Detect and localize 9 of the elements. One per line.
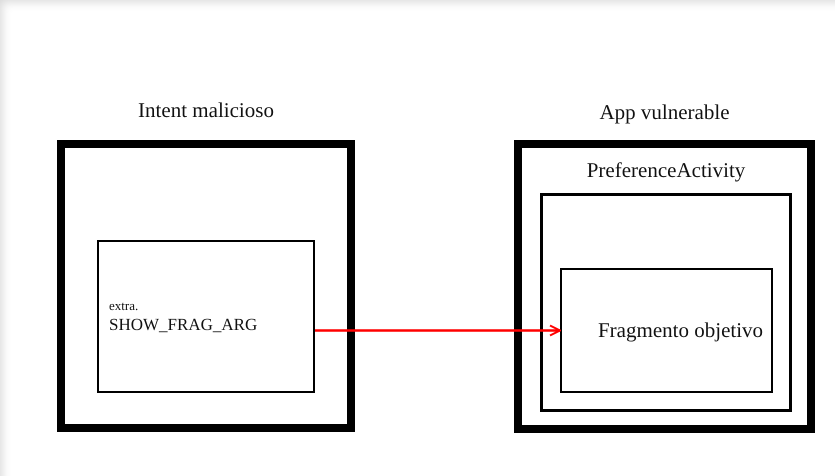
box-heading: App vulnerable bbox=[599, 100, 730, 125]
box-heading: Intent malicioso bbox=[138, 98, 274, 123]
box-heading: PreferenceActivity bbox=[586, 158, 746, 183]
process-box bbox=[560, 268, 773, 393]
box-text: SHOW_FRAG_ARG bbox=[109, 314, 258, 336]
process-box bbox=[97, 240, 315, 393]
box-text: extra. bbox=[109, 298, 138, 314]
arrow bbox=[315, 324, 561, 336]
box-text: Fragmento objetivo bbox=[598, 317, 764, 344]
